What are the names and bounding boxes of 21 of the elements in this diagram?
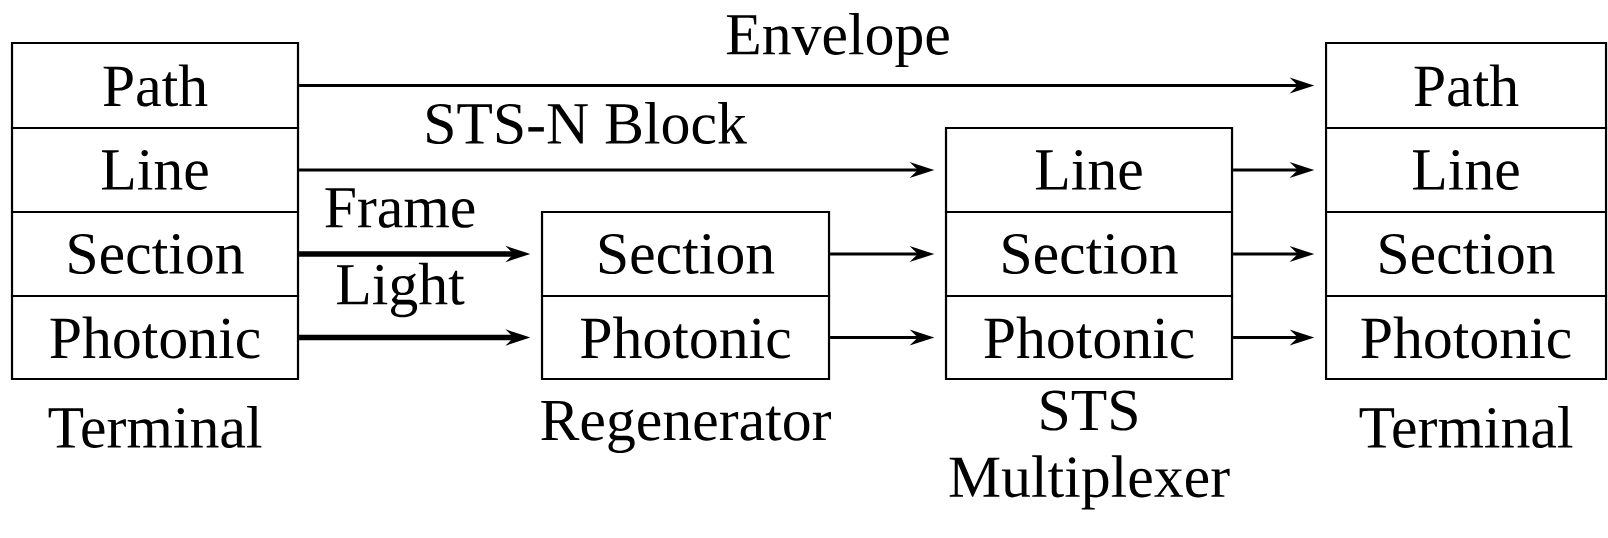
layer-box: Line [10,126,300,214]
layer-box: Line [944,126,1234,214]
device-label: Regenerator [541,401,831,453]
layer-box: Section [944,210,1234,298]
layer-box: Photonic [1324,294,1608,381]
layer-box: Section [540,210,831,298]
layer-box: Photonic [944,294,1234,381]
layer-box: Line [1324,126,1608,214]
device-label: Terminal [48,406,262,448]
edge-label: STS-N Block [421,100,749,146]
edge-label: Envelope [723,11,953,69]
layer-box: Photonic [10,294,300,381]
layer-box: Section [10,210,300,298]
edge-label: Light [333,261,467,319]
layer-box: Path [1324,41,1608,130]
edge-label: Frame [321,186,479,230]
device-label: STS Multiplexer [949,390,1230,510]
device-label: Terminal [1359,406,1573,448]
layer-box: Path [10,41,300,130]
layer-box: Section [1324,210,1608,298]
layer-box: Photonic [540,294,831,381]
